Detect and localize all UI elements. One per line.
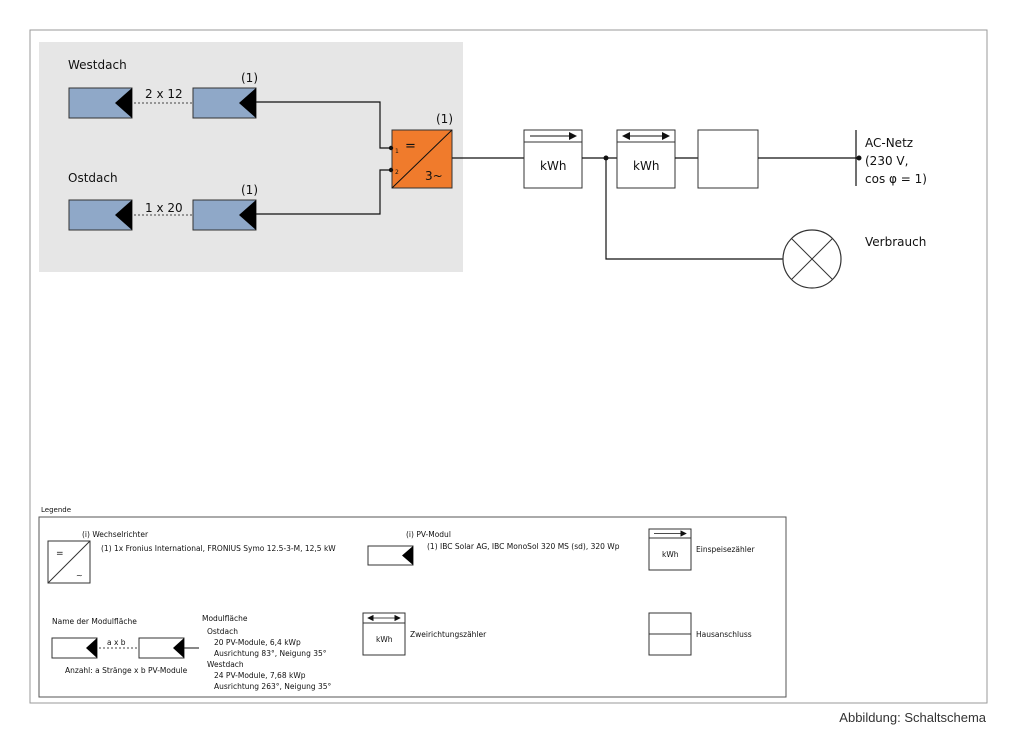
east-dc-line xyxy=(256,169,391,215)
legend-inverter-ac: ~ xyxy=(76,571,83,580)
grid-label: AC-Netz xyxy=(865,136,913,150)
legend-west-name: Westdach xyxy=(207,660,244,669)
legend-area-module-right xyxy=(138,637,185,659)
inverter-input-2: 2 xyxy=(395,169,399,176)
inverter-input-1-node xyxy=(388,145,394,151)
grid-power-factor: cos φ = 1) xyxy=(865,172,927,186)
legend-house-connection-symbol xyxy=(648,612,692,656)
west-module-ref: (1) xyxy=(241,71,258,85)
legend-house-connection-label: Hausanschluss xyxy=(696,630,752,639)
legend-west-orientation: Ausrichtung 263°, Neigung 35° xyxy=(214,682,332,691)
feed-in-meter xyxy=(523,129,583,189)
west-dc-line xyxy=(256,101,391,149)
legend-inverter-detail: (1) 1x Fronius International, FRONIUS Sy… xyxy=(101,544,336,553)
inverter-input-2-node xyxy=(388,167,394,173)
legend-bidirectional-label: Zweirichtungszähler xyxy=(410,630,487,639)
legend-inverter-dc: = xyxy=(56,549,64,559)
legend-title: Legende xyxy=(41,506,71,514)
inverter-symbol xyxy=(391,129,453,189)
feed-in-meter-label: kWh xyxy=(540,159,566,173)
legend-bidirectional-meter-symbol xyxy=(362,612,406,656)
east-roof-label: Ostdach xyxy=(68,171,118,185)
west-pv-module-right xyxy=(192,87,257,119)
bidirectional-meter-label: kWh xyxy=(633,159,659,173)
legend-pv-module-detail: (1) IBC Solar AG, IBC MonoSol 320 MS (sd… xyxy=(427,542,620,551)
legend-feed-in-kwh: kWh xyxy=(662,550,679,559)
legend-pv-module-header: (i) PV-Modul xyxy=(406,530,451,539)
legend-feed-in-label: Einspeisezähler xyxy=(696,545,755,554)
legend-west-modules: 24 PV-Module, 7,68 kWp xyxy=(214,671,306,680)
west-roof-label: Westdach xyxy=(68,58,127,72)
legend-inverter-header: (i) Wechselrichter xyxy=(82,530,149,539)
inverter-input-1: 1 xyxy=(395,148,399,155)
east-module-ref: (1) xyxy=(241,183,258,197)
west-string-count: 2 x 12 xyxy=(145,87,183,101)
bidirectional-meter xyxy=(616,129,676,189)
west-pv-module-left xyxy=(68,87,133,119)
consumption-lamp-symbol xyxy=(782,229,842,289)
figure-caption: Abbildung: Schaltschema xyxy=(839,710,986,725)
inverter-ref: (1) xyxy=(436,112,453,126)
legend-areas-title: Modulfläche xyxy=(202,614,248,623)
legend-east-orientation: Ausrichtung 83°, Neigung 35° xyxy=(214,649,327,658)
house-connection-symbol xyxy=(697,129,759,189)
legend-inverter-symbol xyxy=(47,540,91,584)
legend-east-name: Ostdach xyxy=(207,627,238,636)
legend-bidirectional-kwh: kWh xyxy=(376,635,393,644)
inverter-dc-symbol: = xyxy=(405,139,416,154)
east-pv-module-right xyxy=(192,199,257,231)
east-string-count: 1 x 20 xyxy=(145,201,183,215)
legend-string-caption: Anzahl: a Stränge x b PV-Module xyxy=(65,666,188,675)
grid-node xyxy=(856,155,862,161)
legend-string-count: a x b xyxy=(107,638,126,647)
consumption-label: Verbrauch xyxy=(865,235,926,249)
grid-voltage: (230 V, xyxy=(865,154,908,168)
legend-feed-in-meter-symbol xyxy=(648,528,692,571)
east-pv-module-left xyxy=(68,199,133,231)
consumption-line xyxy=(605,158,783,260)
legend-east-modules: 20 PV-Module, 6,4 kWp xyxy=(214,638,301,647)
inverter-ac-symbol: 3~ xyxy=(425,169,443,183)
legend-pv-module-symbol xyxy=(367,545,414,566)
legend-area-module-left xyxy=(51,637,98,659)
legend-area-name: Name der Modulfläche xyxy=(52,617,137,626)
